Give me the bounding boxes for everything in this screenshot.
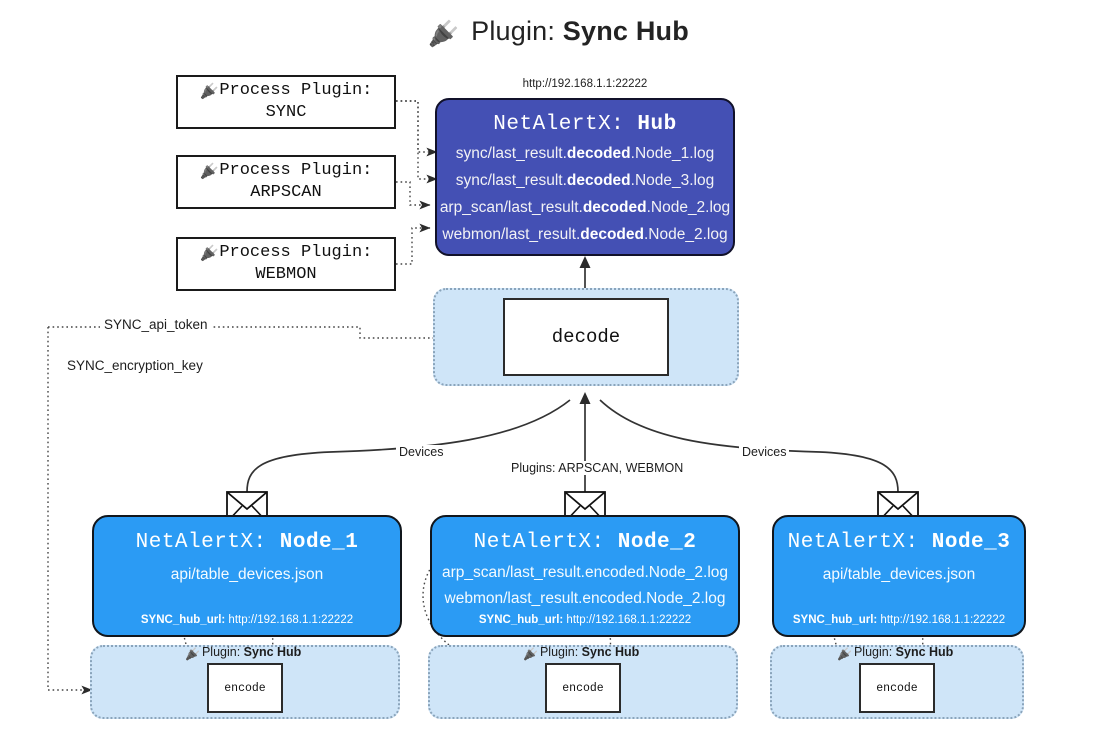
process-plugin-line-1: 🔌Process Plugin: <box>199 242 373 263</box>
hub-log-line: sync/last_result.decoded.Node_3.log <box>455 172 715 189</box>
process-plugin-line-2: SYNC <box>265 103 307 122</box>
plug-icon: 🔌 <box>523 647 538 661</box>
node-foot: SYNC_hub_url: http://192.168.1.1:22222 <box>478 614 692 626</box>
process-plugin-box-arpscan[interactable]: 🔌Process Plugin: ARPSCAN <box>176 155 396 209</box>
node-line: api/table_devices.json <box>822 566 976 583</box>
sync-hub-caption-node-3: 🔌Plugin: Sync Hub <box>837 645 954 661</box>
page-title-name: Sync Hub <box>562 16 689 46</box>
page-title: 🔌 Plugin: Sync Hub <box>0 16 1117 48</box>
plug-icon: 🔌 <box>199 83 219 101</box>
decode-box[interactable]: decode <box>503 298 669 376</box>
node-title: NetAlertX: Node_2 <box>473 531 697 554</box>
encode-box-node-3[interactable]: encode <box>859 663 935 713</box>
plug-icon: 🔌 <box>199 245 219 263</box>
node-foot: SYNC_hub_url: http://192.168.1.1:22222 <box>792 614 1006 626</box>
node-title: NetAlertX: Node_1 <box>135 531 359 554</box>
edge-label-devices-right: Devices <box>739 445 790 459</box>
process-plugin-box-webmon[interactable]: 🔌Process Plugin: WEBMON <box>176 237 396 291</box>
hub-title: NetAlertX: Hub <box>493 113 677 136</box>
hub-url-caption: http://192.168.1.1:22222 <box>522 78 648 90</box>
process-plugin-line-1: 🔌Process Plugin: <box>199 160 373 181</box>
sync-hub-caption-node-1: 🔌Plugin: Sync Hub <box>185 645 302 661</box>
sync-hub-caption-node-2: 🔌Plugin: Sync Hub <box>523 645 640 661</box>
hub-log-line: webmon/last_result.decoded.Node_2.log <box>442 226 728 243</box>
process-plugin-box-sync[interactable]: 🔌Process Plugin: SYNC <box>176 75 396 129</box>
plug-icon: 🔌 <box>185 647 200 661</box>
key-label-encryption-key: SYNC_encryption_key <box>63 358 207 373</box>
encode-box-node-1[interactable]: encode <box>207 663 283 713</box>
node-title: NetAlertX: Node_3 <box>787 531 1011 554</box>
hub-box[interactable]: NetAlertX: Hub sync/last_result.decoded.… <box>435 98 735 256</box>
hub-log-line: sync/last_result.decoded.Node_1.log <box>455 145 715 162</box>
node-box-node-2[interactable]: NetAlertX: Node_2 arp_scan/last_result.e… <box>430 515 740 637</box>
process-plugin-line-2: ARPSCAN <box>250 183 322 202</box>
process-plugin-line-2: WEBMON <box>255 265 317 284</box>
page-title-prefix: Plugin: <box>471 16 556 46</box>
node-foot: SYNC_hub_url: http://192.168.1.1:22222 <box>140 614 354 626</box>
edge-label-devices-left: Devices <box>396 445 447 459</box>
process-plugin-line-1: 🔌Process Plugin: <box>199 80 373 101</box>
key-label-api-token: SYNC_api_token <box>100 317 212 332</box>
hub-log-line: arp_scan/last_result.decoded.Node_2.log <box>439 199 731 216</box>
edge-label-plugins: Plugins: ARPSCAN, WEBMON <box>508 461 687 475</box>
node-box-node-3[interactable]: NetAlertX: Node_3 api/table_devices.json… <box>772 515 1026 637</box>
node-box-node-1[interactable]: NetAlertX: Node_1 api/table_devices.json… <box>92 515 402 637</box>
plug-icon: 🔌 <box>199 163 219 181</box>
node-line: webmon/last_result.encoded.Node_2.log <box>444 590 726 607</box>
encode-box-node-2[interactable]: encode <box>545 663 621 713</box>
node-line: arp_scan/last_result.encoded.Node_2.log <box>441 564 729 581</box>
node-line: api/table_devices.json <box>170 566 324 583</box>
plug-icon: 🔌 <box>837 647 852 661</box>
